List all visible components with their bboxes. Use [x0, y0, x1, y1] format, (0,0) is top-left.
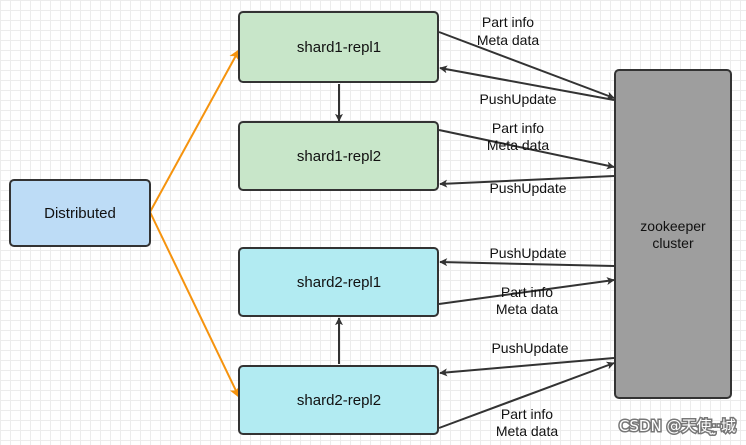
edge-label-push-update-1: PushUpdate	[479, 91, 556, 107]
arrow-shard2-repl2-to-zookeeper	[438, 361, 615, 429]
arrow-zookeeper-to-shard2-repl2	[439, 357, 615, 377]
node-distributed-label: Distributed	[44, 205, 116, 222]
arrow-distributed-to-shard2-repl2	[149, 211, 240, 398]
node-zookeeper-cluster[interactable]: zookeeper cluster	[614, 69, 732, 399]
node-shard1-repl2[interactable]: shard1-repl2	[238, 121, 439, 191]
node-distributed-box	[9, 179, 151, 247]
node-shard1-repl2-box	[238, 121, 439, 191]
edge-label-push-update-4: PushUpdate	[491, 340, 568, 356]
node-shard2-repl1-label: shard2-repl1	[297, 274, 381, 291]
arrow-distributed-to-shard1-repl1	[149, 49, 240, 213]
node-shard1-repl2-label: shard1-repl2	[297, 148, 381, 165]
node-shard2-repl2[interactable]: shard2-repl2	[238, 365, 439, 435]
edge-label-part-info-3: Part info	[501, 284, 553, 300]
node-shard2-repl1[interactable]: shard2-repl1	[238, 247, 439, 317]
node-zookeeper-label-line1: zookeeper	[640, 218, 706, 234]
arrow-shard1-repl1-to-zookeeper	[438, 31, 615, 100]
node-shard2-repl2-box	[238, 365, 439, 435]
arrow-zookeeper-to-shard1-repl1	[439, 65, 615, 101]
edge-label-push-update-3: PushUpdate	[489, 245, 566, 261]
edge-label-part-info-1: Part info	[482, 14, 534, 30]
node-shard1-repl1-label: shard1-repl1	[297, 39, 381, 56]
edge-label-push-update-2: PushUpdate	[489, 180, 566, 196]
edge-label-meta-data-1: Meta data	[477, 32, 539, 48]
node-shard1-repl1[interactable]: shard1-repl1	[238, 11, 439, 83]
edge-label-meta-data-3: Meta data	[496, 301, 558, 317]
watermark: CSDN @天使·̫̫·城	[619, 417, 736, 435]
node-zookeeper-label-line2: cluster	[652, 235, 694, 251]
node-shard2-repl2-label: shard2-repl2	[297, 392, 381, 409]
arrow-zookeeper-to-shard2-repl1	[439, 258, 615, 267]
edge-label-part-info-4: Part info	[501, 406, 553, 422]
node-zookeeper-box	[614, 69, 732, 399]
arrow-shard1-repl2-to-zookeeper	[438, 129, 615, 170]
node-distributed[interactable]: Distributed	[9, 179, 151, 247]
edge-label-meta-data-4: Meta data	[496, 423, 558, 439]
arrow-zookeeper-to-shard1-repl2	[439, 175, 615, 188]
arrow-shard2-repl1-to-zookeeper	[438, 277, 615, 305]
node-shard2-repl1-box	[238, 247, 439, 317]
node-shard1-repl1-box	[238, 11, 439, 83]
edge-label-part-info-2: Part info	[492, 120, 544, 136]
edge-label-meta-data-2: Meta data	[487, 137, 549, 153]
